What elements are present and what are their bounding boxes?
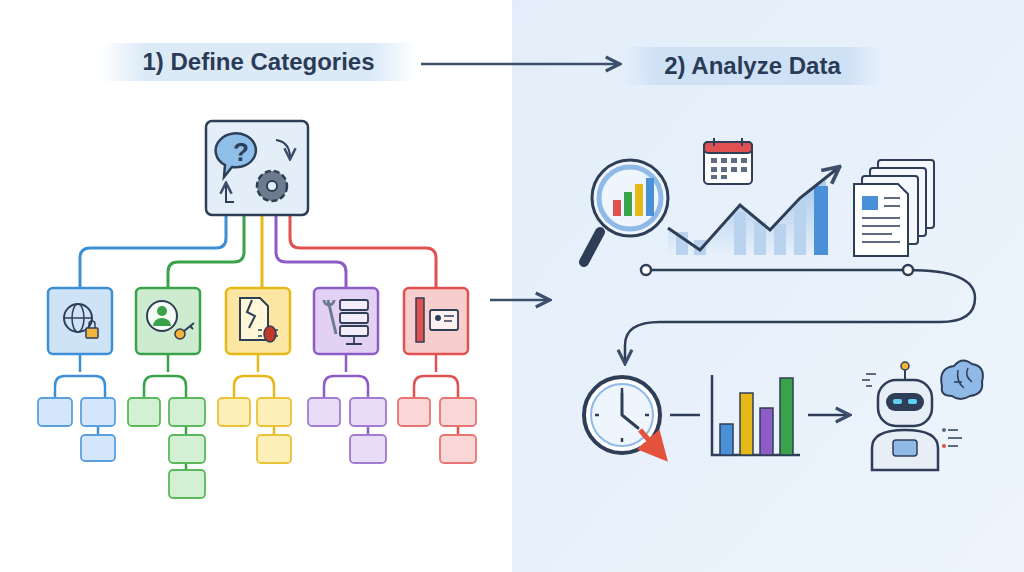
tree-lines [80, 215, 436, 288]
title-pill: 2) Analyze Data [622, 47, 883, 85]
robot-icon [862, 360, 983, 470]
timeline [625, 265, 975, 362]
documents-icon [854, 160, 934, 256]
magnifier-icon [584, 160, 668, 262]
title-text: 1) Define Categories [142, 48, 374, 76]
category-boxes [48, 288, 468, 354]
calendar-icon [704, 138, 752, 184]
title-pill: 1) Define Categories [100, 43, 417, 81]
right-panel [512, 0, 1024, 572]
connector-arrow [808, 414, 848, 417]
svg-text:?: ? [233, 137, 249, 167]
title-text: 2) Analyze Data [664, 52, 841, 80]
root-icon-box: ? [206, 121, 308, 215]
connector-line [670, 414, 700, 417]
subcategory-boxes [38, 398, 476, 498]
clock-icon [584, 377, 662, 455]
bar-chart [712, 375, 800, 455]
trend-chart [668, 168, 838, 255]
flow-arrow [490, 299, 548, 302]
subtree-lines [55, 354, 458, 470]
flow-arrow [421, 63, 618, 66]
